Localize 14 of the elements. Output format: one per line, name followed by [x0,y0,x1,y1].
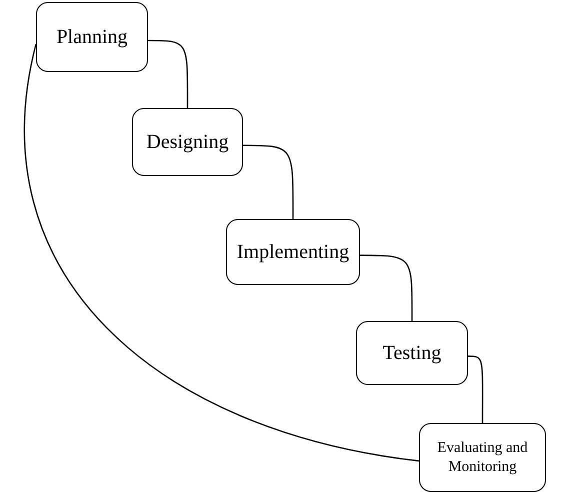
connector-curve [148,40,188,108]
process-box [419,423,546,492]
process-box [36,2,148,72]
connector-curve [243,144,294,219]
box-label: Implementing [236,240,350,264]
process-box [226,219,360,285]
process-box [132,108,243,176]
connector-curve [360,254,413,321]
box-label: Testing [382,340,442,366]
box-label: Planning [56,24,128,50]
connector-curve [24,44,420,462]
process-box [356,321,468,385]
box-label: Evaluating and Monitoring [436,438,529,476]
box-label: Designing [146,130,229,154]
